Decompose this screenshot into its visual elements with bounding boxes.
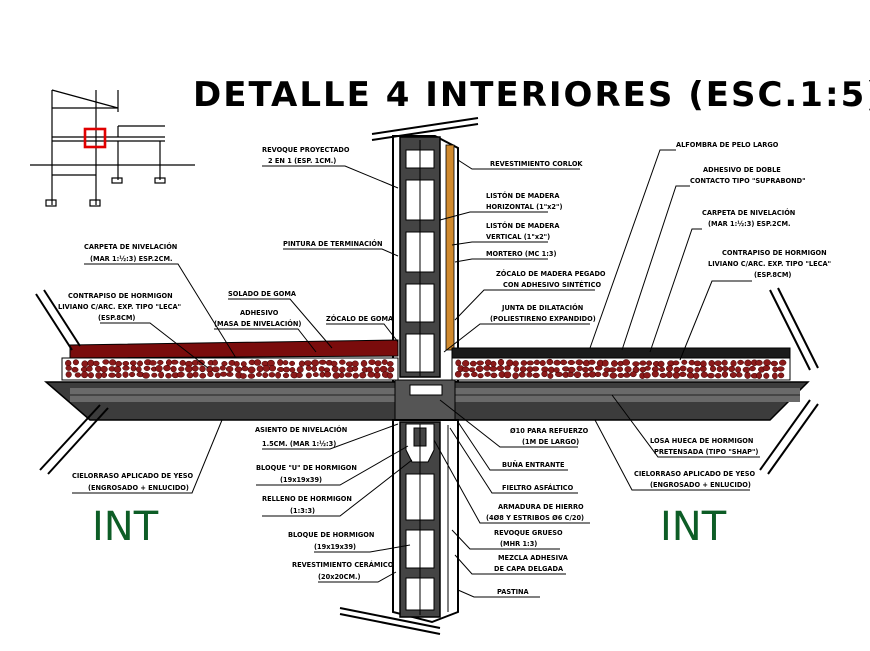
label-cielorraso-left-1: CIELORRASO APLICADO DE YESO: [72, 472, 193, 480]
room-label-right: INT: [660, 504, 727, 550]
label-adhesivo-doble-2: CONTACTO TIPO "SUPRABOND": [690, 177, 806, 185]
label-alfombra: ALFOMBRA DE PELO LARGO: [676, 141, 779, 149]
drawing-title: DETALLE 4 INTERIORES (ESC.1:5): [193, 75, 870, 115]
label-contrapiso-left-3: (ESP.8CM): [98, 314, 135, 322]
label-bloque-u-2: (19x19x39): [280, 476, 322, 484]
label-relleno-2: (1:3:3): [290, 507, 315, 515]
label-carpeta-left-2: (MAR 1:½:3) ESP.2CM.: [90, 255, 173, 263]
label-contrapiso-left-2: LIVIANO C/ARC. EXP. TIPO "LECA": [58, 303, 181, 311]
label-contrapiso-right-3: (ESP.8CM): [754, 271, 791, 279]
floor-slab: [43, 339, 810, 421]
label-mortero: MORTERO (MC 1:3): [486, 250, 556, 258]
label-refuerzo-1: Ø10 PARA REFUERZO: [510, 427, 589, 435]
break-line-top: [371, 117, 479, 141]
label-bloque-2: (19x19x39): [314, 543, 356, 551]
label-revest-ceramico-1: REVESTIMIENTO CERÁMICO: [292, 560, 394, 569]
label-revest-ceramico-2: (20x20CM.): [318, 573, 361, 581]
aggregate-fill: [65, 358, 787, 380]
label-fieltro: FIELTRO ASFÁLTICO: [502, 483, 574, 492]
slab-break-lines: [35, 287, 819, 475]
label-carpeta-right-1: CARPETA DE NIVELACIÓN: [702, 208, 795, 217]
label-bloque-u-1: BLOQUE "U" DE HORMIGON: [256, 464, 357, 472]
label-cielorraso-left-2: (ENGROSADO + ENLUCIDO): [88, 484, 189, 492]
label-mezcla-1: MEZCLA ADHESIVA: [498, 554, 569, 562]
label-carpeta-left-1: CARPETA DE NIVELACIÓN: [84, 242, 177, 251]
wood-cladding: [445, 144, 455, 351]
label-bloque-1: BLOQUE DE HORMIGON: [288, 531, 374, 539]
label-armadura-1: ARMADURA DE HIERRO: [498, 503, 584, 511]
key-plan: [30, 89, 195, 207]
label-asiento-1: ASIENTO DE NIVELACIÓN: [255, 425, 347, 434]
label-asiento-2: 1.5CM. (MAR 1:½:3): [262, 440, 336, 448]
label-cielorraso-right-1: CIELORRASO APLICADO DE YESO: [634, 470, 755, 478]
label-cielorraso-right-2: (ENGROSADO + ENLUCIDO): [650, 481, 751, 489]
label-solado-goma: SOLADO DE GOMA: [228, 290, 297, 298]
label-contrapiso-right-2: LIVIANO C/ARC. EXP. TIPO "LECA": [708, 260, 831, 268]
label-armadura-2: (4Ø8 Y ESTRIBOS Ø6 C/20): [486, 514, 584, 522]
label-adhesivo-doble-1: ADHESIVO DE DOBLE: [703, 166, 781, 174]
label-adhesivo-1: ADHESIVO: [240, 309, 279, 317]
label-zocalo-madera-1: ZÓCALO DE MADERA PEGADO: [496, 269, 606, 278]
label-junta-1: JUNTA DE DILATACIÓN: [501, 303, 583, 312]
upper-wall: [392, 135, 459, 383]
label-refuerzo-2: (1M DE LARGO): [522, 438, 579, 446]
key-plan-marker: [83, 127, 107, 149]
label-revoque-grueso-2: (MHR 1:3): [500, 540, 537, 548]
label-contrapiso-right-1: CONTRAPISO DE HORMIGON: [722, 249, 827, 257]
label-pintura: PINTURA DE TERMINACIÓN: [283, 239, 383, 248]
label-zocalo-goma: ZÓCALO DE GOMA: [326, 314, 394, 323]
label-liston-h-2: HORIZONTAL (1"x2"): [486, 203, 562, 211]
break-line-bottom: [339, 607, 441, 635]
label-mezcla-2: DE CAPA DELGADA: [494, 565, 564, 573]
label-liston-v-2: VERTICAL (1"x2"): [486, 233, 550, 241]
label-revoque-proyectado-esp: 2 EN 1 (ESP. 1CM.): [268, 157, 336, 165]
label-liston-v-1: LISTÓN DE MADERA: [486, 221, 560, 230]
label-carpeta-right-2: (MAR 1:½:3) ESP.2CM.: [708, 220, 791, 228]
label-contrapiso-left-1: CONTRAPISO DE HORMIGON: [68, 292, 173, 300]
label-junta-2: (POLIESTIRENO EXPANDIDO): [490, 315, 596, 323]
label-zocalo-madera-2: CON ADHESIVO SINTÉTICO: [503, 280, 601, 289]
label-revoque-grueso-1: REVOQUE GRUESO: [494, 529, 563, 537]
label-bunia: BUÑA ENTRANTE: [502, 460, 565, 469]
room-label-left: INT: [92, 504, 159, 550]
label-revoque-proyectado: REVOQUE PROYECTADO: [262, 146, 350, 154]
label-revestimiento-corlok: REVESTIMIENTO CORLOK: [490, 160, 583, 168]
label-pastina: PASTINA: [497, 588, 530, 596]
label-losa-2: PRETENSADA (TIPO "SHAP"): [654, 448, 758, 456]
label-relleno-1: RELLENO DE HORMIGON: [262, 495, 352, 503]
label-losa-1: LOSA HUECA DE HORMIGON: [650, 437, 753, 445]
label-liston-h-1: LISTÓN DE MADERA: [486, 191, 560, 200]
lower-wall: [392, 419, 459, 624]
label-adhesivo-2: (MASA DE NIVELACIÓN): [214, 319, 301, 328]
